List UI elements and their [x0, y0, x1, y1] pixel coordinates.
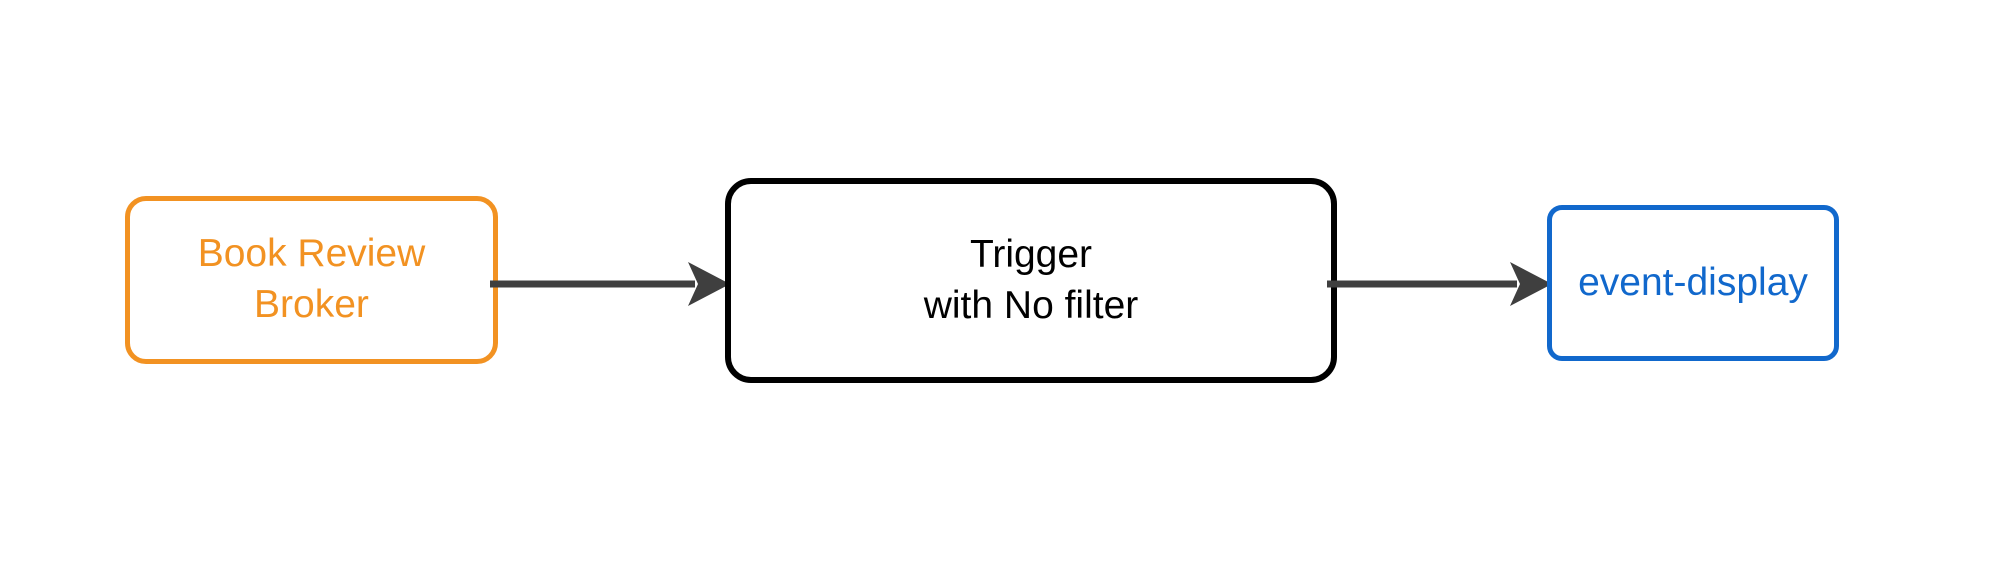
- edge-arrowhead: [688, 262, 730, 306]
- edge-arrowhead: [1510, 262, 1552, 306]
- edge-broker-to-trigger: [490, 258, 735, 310]
- node-sink-label: event-display: [1578, 260, 1808, 304]
- arrow-right-icon: [1327, 262, 1552, 306]
- arrow-right-icon: [490, 262, 730, 306]
- edge-trigger-to-sink: [1327, 258, 1557, 310]
- node-trigger-with-no-filter[interactable]: Trigger with No filter: [725, 178, 1337, 383]
- node-trigger-label: Trigger with No filter: [923, 232, 1139, 327]
- node-event-display[interactable]: event-display: [1547, 205, 1839, 361]
- node-broker-label: Book Review Broker: [197, 232, 426, 326]
- node-book-review-broker[interactable]: Book Review Broker: [125, 196, 498, 364]
